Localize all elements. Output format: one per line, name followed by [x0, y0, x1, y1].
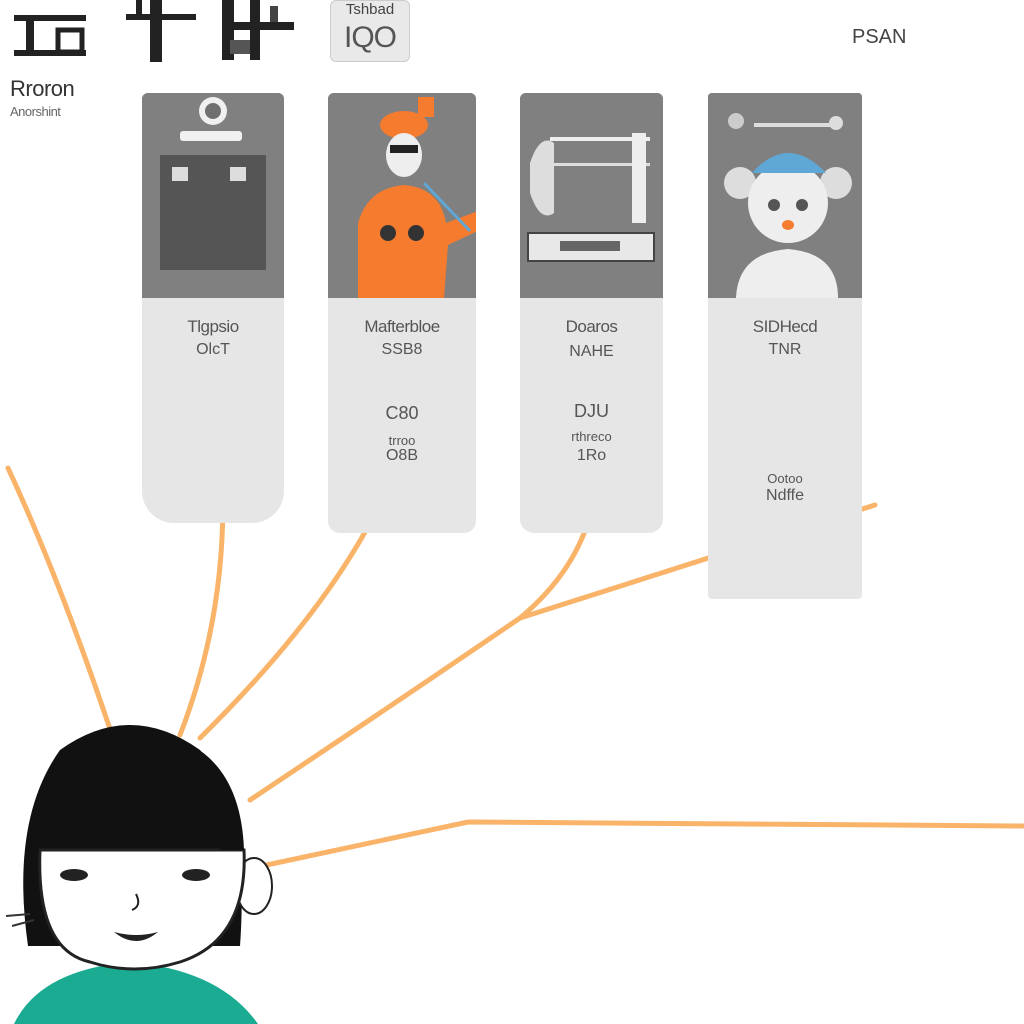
plan-badge[interactable]: Tshbad IQO [330, 0, 410, 62]
card-2-title: Mafterbloe [364, 317, 440, 336]
brand-name: Rroron [10, 76, 75, 101]
card-4-note: Ootoo [767, 471, 803, 486]
card-3-note: rthreco [571, 429, 612, 444]
card-2-price: C80 [385, 403, 419, 423]
card-4-amount: Ndffe [766, 487, 804, 504]
badge-caption: Tshbad [345, 1, 395, 18]
card-3-image [520, 93, 663, 298]
card-2-amount: O8B [385, 447, 418, 464]
card-2-image [328, 93, 476, 298]
card-4-subtitle: TNR [768, 341, 802, 358]
card-3[interactable]: Doaros NAHE DJU rthreco 1Ro [520, 93, 663, 533]
badge-value: IQO [343, 21, 397, 54]
card-2[interactable]: Mafterbloe SSB8 C80 trroo O8B [328, 93, 476, 533]
card-1-subtitle: OlcT [196, 341, 230, 358]
card-2-note: trroo [388, 433, 416, 448]
card-2-subtitle: SSB8 [381, 341, 423, 358]
card-3-subtitle: NAHE [569, 343, 614, 360]
brand-subtitle: Anorshint [10, 104, 61, 119]
card-3-amount: 1Ro [576, 447, 607, 464]
logo-mark [14, 0, 294, 62]
card-3-price: DJU [574, 401, 609, 421]
card-4-image [708, 93, 862, 298]
user-avatar [5, 725, 273, 1024]
connector-line-left [5, 465, 115, 738]
plan-label[interactable]: PSAN [852, 26, 907, 48]
card-4-title: SIDHecd [752, 317, 818, 336]
card-3-title: Doaros [565, 317, 618, 336]
card-1-title: Tlgpsio [187, 317, 239, 336]
card-4[interactable]: SIDHecd TNR Ootoo Ndffe [708, 93, 862, 599]
card-1[interactable]: Tlgpsio OlcT [142, 93, 284, 523]
connector-line-plan [259, 819, 1024, 869]
card-1-image [142, 93, 284, 298]
